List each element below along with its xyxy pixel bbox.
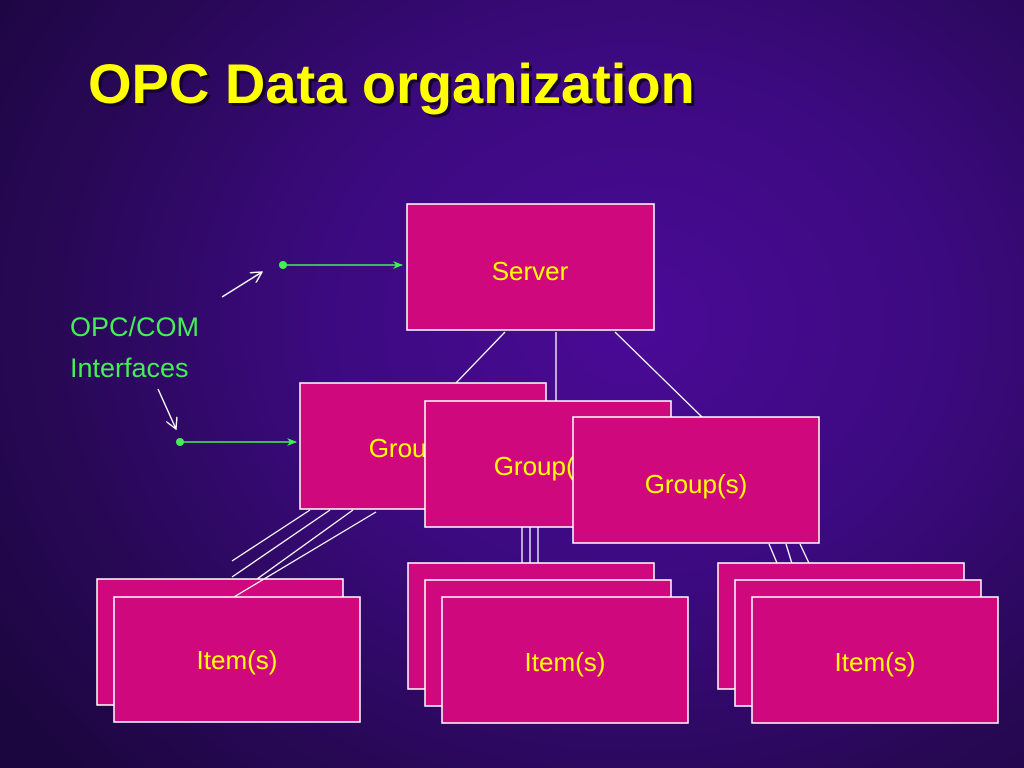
item-label-right: Item(s) bbox=[835, 647, 916, 677]
item-label-center: Item(s) bbox=[525, 647, 606, 677]
group-to-item-front-connector bbox=[233, 511, 377, 598]
interfaces-label-line2: Interfaces bbox=[70, 353, 189, 383]
server-box bbox=[406, 203, 655, 331]
server-label: Server bbox=[492, 256, 569, 286]
group-box bbox=[572, 416, 820, 544]
item-label-left: Item(s) bbox=[197, 645, 278, 675]
server-interface bbox=[279, 261, 403, 269]
pointer-arrow-to-group-interface bbox=[157, 388, 176, 429]
interfaces-label-line1: OPC/COM bbox=[70, 312, 199, 342]
group-interface bbox=[176, 438, 297, 446]
group-label-3: Group(s) bbox=[645, 469, 748, 499]
item-box-front bbox=[113, 596, 361, 723]
item-stack-center: Item(s) bbox=[407, 562, 689, 724]
item-stack-left: Item(s) bbox=[96, 578, 361, 723]
group-node-3: Group(s) bbox=[572, 416, 820, 544]
item-box-front bbox=[751, 596, 999, 724]
slide-title: OPC Data organization bbox=[88, 52, 695, 115]
item-box-front bbox=[441, 596, 689, 724]
pointer-arrow-to-server-interface bbox=[221, 272, 262, 298]
server-to-groups-connectors bbox=[454, 331, 704, 419]
item-stack-right: Item(s) bbox=[717, 562, 999, 724]
server-node: Server bbox=[406, 203, 655, 331]
